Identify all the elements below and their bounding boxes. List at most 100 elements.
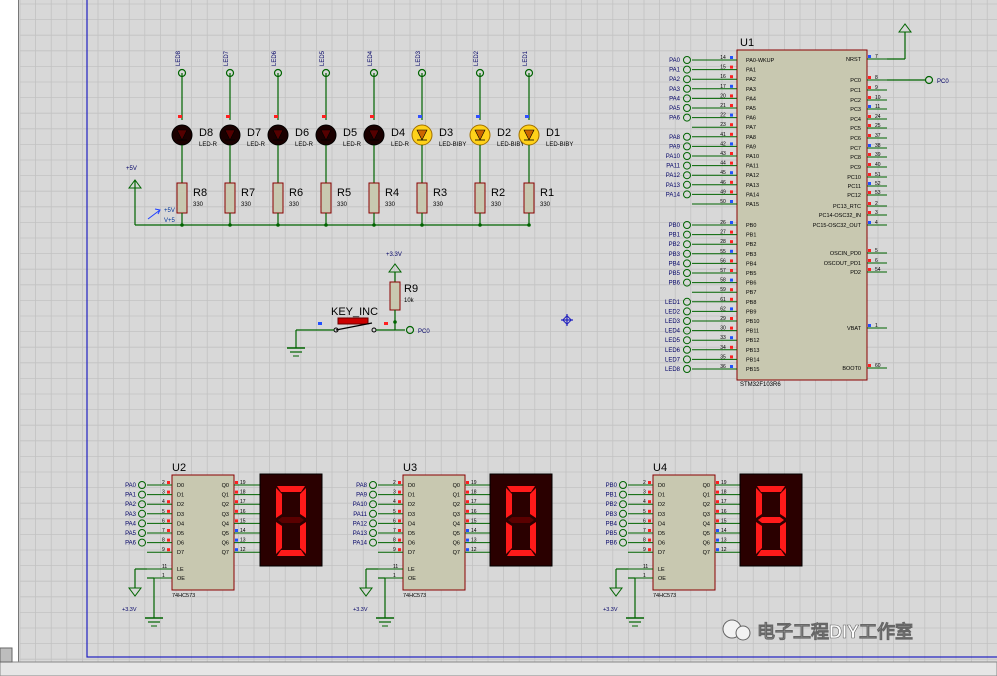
power-symbol [128,587,142,597]
power-label: +3.3V [122,607,137,613]
pin-number: 6 [162,518,165,524]
net-terminal [225,68,235,78]
pin-number: 21 [720,103,726,109]
net-label: LED3 [665,319,681,325]
pin-number: 36 [720,364,726,370]
pin-marker [418,115,422,118]
pin-marker [730,269,733,272]
led-ref: D5 [343,127,357,139]
pin-name: D4 [408,521,415,527]
pin-marker [868,324,871,327]
pin-marker [730,56,733,59]
pin-name: PA5 [746,106,756,112]
latch-body [652,474,716,591]
seg-g [758,517,784,523]
pin-number: 46 [720,180,726,186]
pin-marker [868,134,871,137]
led-net-label: LED1 [523,50,529,66]
pin-number: 17 [240,499,246,505]
pin-marker [868,163,871,166]
pin-marker [226,115,230,118]
seven-segment-display: 0 [259,473,323,567]
net-terminal [138,481,146,489]
latch-body [171,474,235,591]
seg-e [276,522,282,554]
pin-marker [730,190,733,194]
net-label: PA12 [353,521,368,527]
resistor-body [224,182,236,214]
net-label: PB4 [606,521,618,527]
pin-name: Q6 [453,541,460,547]
pin-marker [167,529,170,532]
pin-name: PA0-WKUP [746,58,775,64]
resistor-value: 10k [404,298,415,304]
pin-name: PB6 [746,281,756,287]
pin-marker [167,519,170,523]
pin-number: 4 [875,220,878,226]
net-terminal [683,190,691,199]
pin-name: PA9 [746,144,756,150]
pin-name: PD2 [850,270,861,276]
pin-name: PA1 [746,68,756,74]
resistor-body [368,182,380,214]
pin-name: D3 [408,512,415,518]
pin-marker [868,259,871,262]
pin-number: 8 [162,538,165,544]
net-terminal [924,75,934,85]
pin-marker [466,500,469,504]
pin-number: 60 [875,363,881,369]
net-label: LED4 [665,329,681,335]
net-label: PA2 [125,502,137,508]
switch-actuator [337,317,369,325]
pin-marker [648,500,651,504]
pin-marker [716,519,719,523]
pin-marker [466,519,469,523]
net-terminal [321,68,331,78]
pin-number: 15 [471,518,477,524]
net-terminal [138,490,146,499]
power-label: +3.3V [386,252,402,258]
net-terminal [683,230,691,239]
pin-marker [235,481,238,484]
led-symbol [320,129,332,141]
scroll-left-button[interactable] [0,647,13,663]
pin-number: 59 [720,287,726,293]
net-terminal [683,84,691,93]
pin-name: PA2 [746,77,756,83]
net-terminal [683,142,691,151]
pin-name: D3 [177,512,184,518]
pin-name: PC9 [850,165,861,171]
net-terminal [683,307,691,316]
pin-number: 16 [721,509,727,515]
led-net-label: LED7 [224,50,230,66]
pin-name: Q6 [703,541,710,547]
pin-number: 5 [875,248,878,254]
pin-number: 5 [393,509,396,515]
pin-marker [167,481,170,484]
pin-number: 51 [875,172,881,178]
pin-marker [370,115,374,118]
pin-marker [235,529,238,532]
net-terminal [619,538,627,547]
pin-marker [178,115,182,118]
pin-marker [274,115,278,118]
pin-marker [730,123,733,127]
pin-marker [730,171,733,175]
pin-name: D0 [177,483,184,489]
resistor-body [272,182,284,214]
